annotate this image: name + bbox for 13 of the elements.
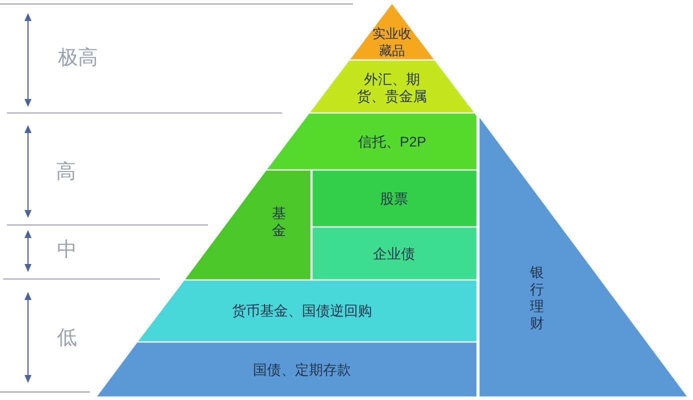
tier-label: 实业收藏品 xyxy=(372,25,412,59)
tier-label: 国债、定期存款 xyxy=(253,362,351,378)
tier-label: 货币基金、国债逆回购 xyxy=(232,302,372,320)
risk-level-label: 低 xyxy=(57,326,77,350)
tier-label: 外汇、期货、贵金属 xyxy=(356,71,428,105)
tier-label: 信托、P2P xyxy=(358,134,426,150)
tier-label: 基金 xyxy=(271,205,287,239)
risk-level-label: 中 xyxy=(57,238,77,262)
tier-label: 企业债 xyxy=(373,246,415,262)
tier-label: 股票 xyxy=(380,190,408,208)
tier-label: 银行理财 xyxy=(529,264,545,332)
risk-level-label: 高 xyxy=(56,160,76,184)
risk-level-label: 极高 xyxy=(58,46,98,70)
